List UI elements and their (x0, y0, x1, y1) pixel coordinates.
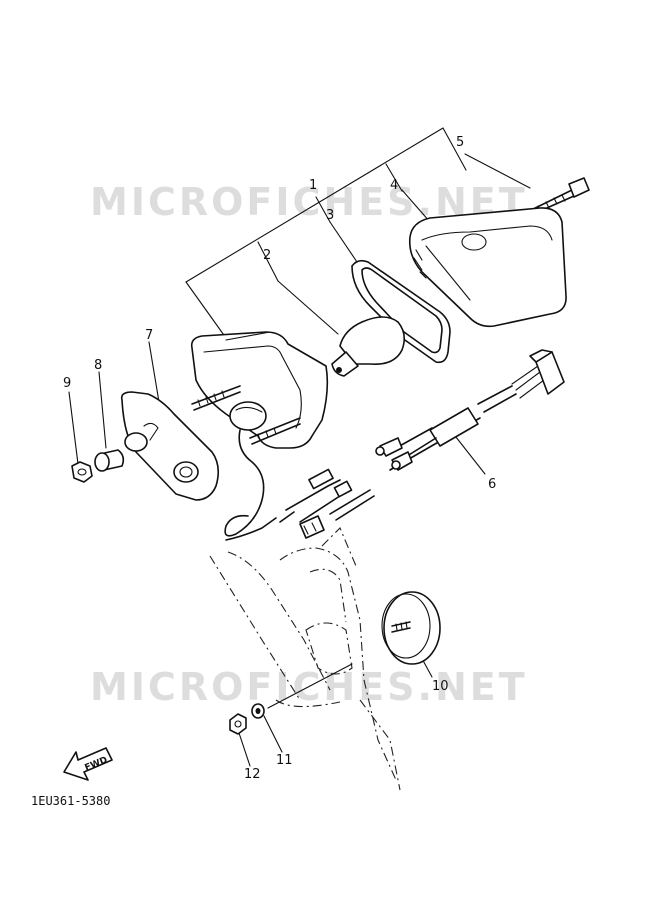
fender-outline (209, 527, 401, 791)
callout-5: 5 (456, 135, 464, 150)
callout-4: 4 (390, 178, 398, 193)
callout-3: 3 (326, 208, 334, 223)
callout-10: 10 (432, 679, 449, 694)
forward-arrow-icon: FWD (63, 747, 113, 781)
callout-1: 1 (309, 178, 317, 193)
wire-lead-part-6 (375, 349, 565, 475)
gasket-part-3 (329, 221, 451, 364)
callout-11: 11 (276, 753, 293, 768)
callout-9: 9 (63, 376, 71, 391)
callout-6: 6 (488, 477, 496, 492)
callout-8: 8 (94, 358, 102, 373)
bulb-part-2 (277, 280, 406, 377)
bracket-part-7 (120, 341, 220, 501)
diagram-code: 1EU361-5380 (31, 794, 110, 808)
washer-part-11 (251, 703, 283, 753)
lens-part-4 (401, 189, 567, 328)
callout-7: 7 (145, 328, 153, 343)
nut-part-9 (68, 391, 93, 483)
assembly-brackets (185, 127, 467, 339)
nut-part-12 (229, 713, 251, 767)
collar-part-8 (94, 371, 125, 472)
mount-leader (267, 663, 353, 709)
callout-labels: 1 2 3 4 5 6 7 8 9 10 11 12 (63, 135, 496, 782)
callout-2: 2 (263, 248, 271, 263)
callout-12: 12 (244, 767, 261, 782)
reflector-part-10 (381, 591, 441, 678)
wiring-harness (224, 417, 481, 541)
lamp-housing (190, 331, 329, 449)
